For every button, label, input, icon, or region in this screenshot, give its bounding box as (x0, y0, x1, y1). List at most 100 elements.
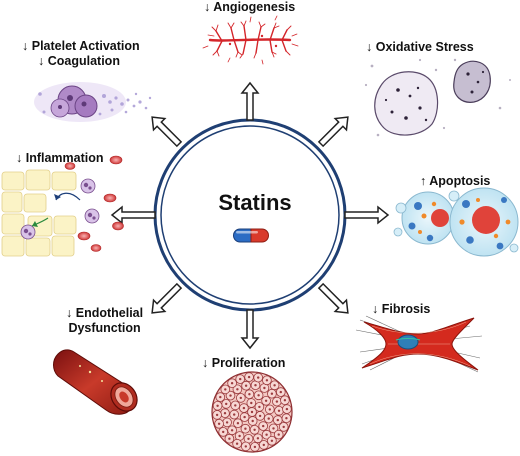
cell-nucleus (239, 377, 242, 381)
cell-nucleus (250, 401, 253, 405)
cell-nucleus (258, 414, 262, 418)
cell-nucleus (236, 422, 240, 425)
cell-nucleus (275, 400, 279, 403)
cell-nucleus (223, 412, 227, 415)
cell-nucleus (239, 396, 242, 400)
cell-nucleus (224, 388, 227, 391)
cell-nucleus (285, 407, 289, 411)
cell-nucleus (272, 427, 275, 430)
decrease-arrow: ↓ (66, 306, 73, 320)
endothelial-text: Endothelial (75, 306, 144, 320)
cell-nucleus (267, 417, 270, 420)
inflammation-tissue-icon (1, 155, 124, 257)
pill-icon (233, 228, 269, 243)
cell-nucleus (256, 437, 260, 440)
platelet-coagulation-label: ↓ Platelet Activation ↓ Coagulation (22, 39, 140, 69)
apoptosis-label: ↑ Apoptosis (420, 174, 490, 189)
cell-nucleus (262, 424, 265, 428)
inflammation-text: Inflammation (25, 151, 104, 165)
platelet-activation-text: Platelet Activation (31, 39, 140, 53)
cell-nucleus (248, 393, 251, 396)
decrease-arrow: ↓ (38, 54, 45, 68)
cell-nucleus (250, 410, 254, 414)
arrow-right (344, 205, 390, 225)
oxidative-stress-text: Oxidative Stress (375, 40, 474, 54)
cell-nucleus (264, 399, 268, 402)
cell-nucleus (236, 388, 239, 391)
decrease-arrow: ↓ (22, 39, 29, 53)
cell-nucleus (276, 418, 279, 422)
cell-nucleus (262, 443, 265, 447)
cell-nucleus (254, 384, 257, 387)
proliferation-text: Proliferation (211, 356, 286, 370)
apoptosis-text: Apoptosis (429, 174, 491, 188)
cell-nucleus (217, 422, 221, 425)
cell-nucleus (225, 402, 228, 406)
fibrosis-label: ↓ Fibrosis (372, 302, 430, 317)
endothelial-vessel-icon (53, 349, 138, 415)
decrease-arrow: ↓ (366, 40, 373, 54)
increase-arrow: ↑ (420, 174, 427, 188)
cell-nucleus (253, 428, 256, 431)
cell-nucleus (228, 437, 231, 440)
cell-nucleus (233, 413, 236, 416)
decrease-arrow: ↓ (372, 302, 379, 316)
platelet-aggregate-icon (34, 82, 152, 122)
cell-nucleus (279, 390, 282, 394)
cell-nucleus (263, 386, 266, 390)
cell-nucleus (216, 404, 219, 407)
cell-nucleus (268, 408, 271, 411)
cell-nucleus (247, 437, 250, 440)
cell-nucleus (277, 409, 281, 412)
cell-nucleus (285, 417, 288, 420)
arrow-down-left (151, 282, 183, 314)
cell-nucleus (244, 427, 247, 430)
arrow-up-left (151, 116, 183, 148)
apoptosis-cells-icon (393, 187, 519, 257)
cell-nucleus (244, 384, 248, 387)
statins-title: Statins (218, 190, 292, 215)
cell-nucleus (277, 433, 280, 436)
cell-nucleus (242, 406, 246, 410)
cell-nucleus (257, 376, 260, 379)
cell-nucleus (258, 405, 261, 409)
cell-nucleus (265, 433, 268, 436)
oxidative-stress-label: ↓ Oxidative Stress (366, 40, 474, 55)
endothelial-dysfunction-label: ↓ Endothelial Dysfunction (66, 306, 143, 336)
arrow-up-right (317, 116, 349, 148)
oxidative-stress-cells-icon (364, 58, 511, 137)
angiogenesis-text: Angiogenesis (213, 0, 296, 14)
cell-nucleus (282, 425, 285, 429)
cell-nucleus (234, 404, 237, 407)
angiogenesis-vessels-icon (202, 15, 299, 65)
cell-nucleus (222, 430, 225, 434)
coagulation-text: Coagulation (47, 54, 120, 68)
cell-nucleus (270, 439, 274, 442)
decrease-arrow: ↓ (204, 0, 211, 14)
cell-nucleus (247, 375, 251, 379)
dysfunction-text: Dysfunction (68, 321, 141, 335)
arrow-left (110, 205, 156, 225)
cell-nucleus (257, 394, 260, 397)
cell-nucleus (251, 419, 254, 423)
fibrosis-text: Fibrosis (381, 302, 431, 316)
cell-nucleus (244, 445, 247, 448)
arrow-down-right (317, 282, 349, 314)
proliferation-cells-icon (211, 371, 293, 453)
cell-nucleus (283, 399, 287, 402)
decrease-arrow: ↓ (16, 151, 23, 165)
angiogenesis-label: ↓ Angiogenesis (204, 0, 295, 15)
inflammation-label: ↓ Inflammation (16, 151, 104, 166)
arrow-up (240, 81, 260, 121)
cell-nucleus (235, 442, 239, 445)
arrow-down (240, 309, 260, 350)
cell-nucleus (230, 429, 234, 432)
cell-nucleus (219, 395, 222, 399)
cell-nucleus (215, 413, 219, 417)
proliferation-label: ↓ Proliferation (202, 356, 285, 371)
cell-nucleus (229, 394, 232, 397)
decrease-arrow: ↓ (202, 356, 209, 370)
cell-nucleus (270, 392, 274, 395)
cell-nucleus (225, 421, 229, 424)
